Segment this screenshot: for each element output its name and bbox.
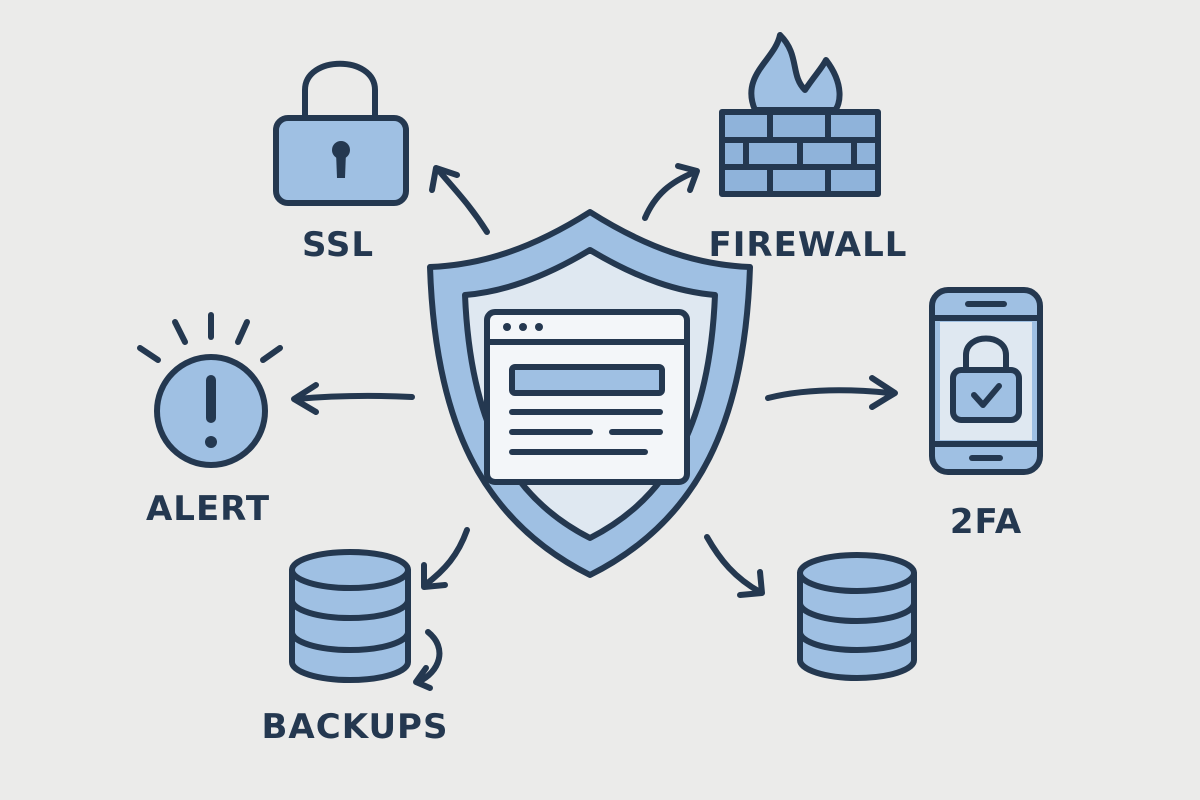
firewall-icon — [719, 32, 881, 197]
firewall-label: FIREWALL — [709, 225, 908, 265]
arrow-to-database — [704, 534, 765, 598]
database-icon — [797, 552, 917, 681]
alert-label: ALERT — [146, 489, 270, 529]
shield-browser-icon — [427, 209, 753, 578]
database-backup-icon — [289, 549, 443, 691]
alert-icon — [137, 312, 283, 468]
backups-label: BACKUPS — [262, 707, 449, 747]
arrow-to-backups — [421, 527, 470, 590]
padlock-icon — [273, 60, 409, 206]
2fa-label: 2FA — [950, 502, 1022, 542]
arrow-to-alert — [291, 382, 415, 415]
phone-lock-icon — [929, 287, 1043, 475]
arrow-to-firewall — [642, 163, 700, 221]
ssl-label: SSL — [302, 225, 374, 265]
arrow-to-2fa — [765, 375, 898, 410]
arrow-to-ssl — [429, 165, 490, 235]
